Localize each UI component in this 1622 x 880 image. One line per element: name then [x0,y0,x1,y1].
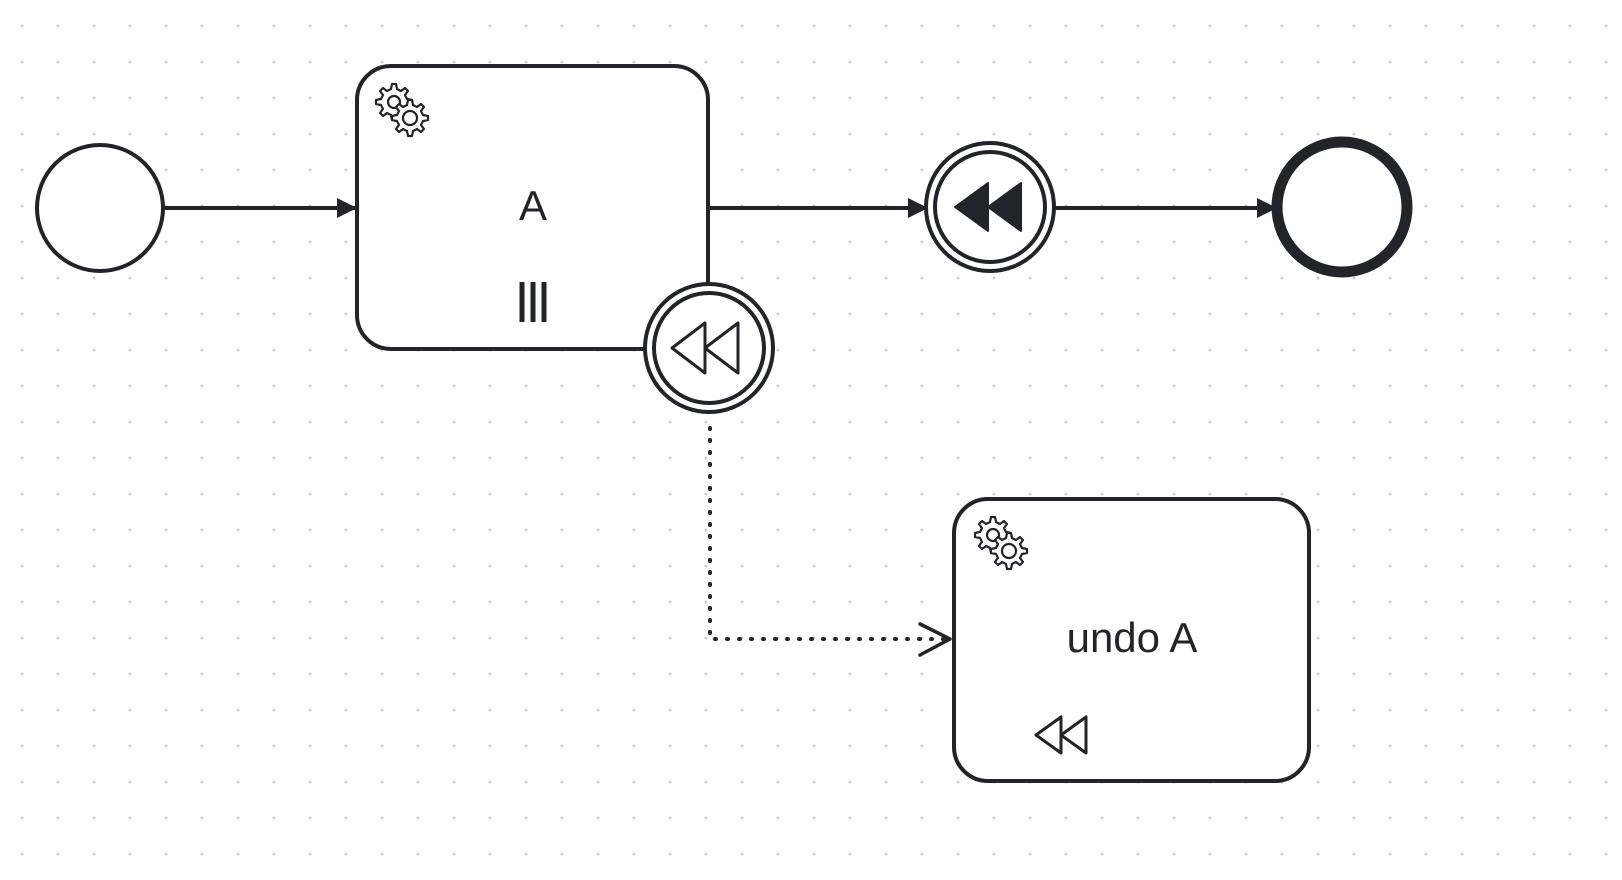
end-event[interactable] [1271,136,1413,278]
compensation-association[interactable] [708,426,952,657]
task-undo-a[interactable]: undo A [952,497,1311,783]
start-event[interactable] [35,143,165,273]
parallel-multi-instance-marker [519,282,547,322]
task-undo-a-label: undo A [1067,614,1198,661]
compensation-boundary-event[interactable] [643,282,775,414]
compensation-icon [670,321,740,375]
compensation-throw-event[interactable] [924,141,1056,273]
task-a[interactable]: A [355,64,710,351]
compensation-filled-icon [954,182,1022,232]
compensation-marker-icon [1034,715,1088,755]
task-a-label: A [519,182,547,229]
